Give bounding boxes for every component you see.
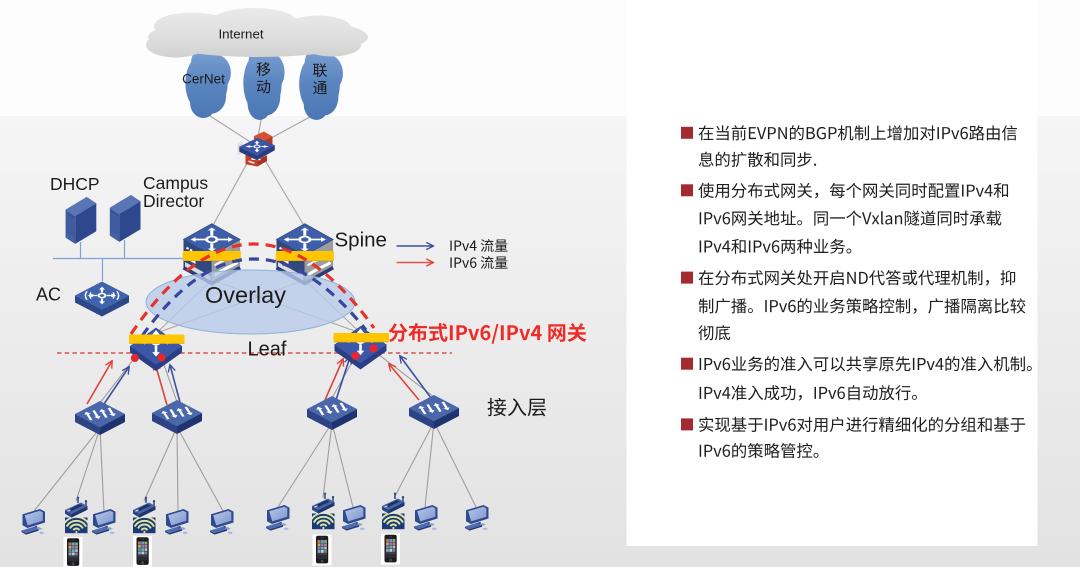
svg-text:Leaf: Leaf: [248, 339, 287, 361]
svg-text:Overlay: Overlay: [205, 282, 286, 308]
svg-text:AC: AC: [36, 285, 61, 305]
svg-text:Internet: Internet: [218, 27, 263, 42]
svg-text:Director: Director: [143, 191, 204, 211]
svg-text:Spine: Spine: [335, 229, 387, 252]
svg-text:Campus: Campus: [143, 173, 208, 193]
svg-text:DHCP: DHCP: [50, 174, 100, 194]
svg-text:CerNet: CerNet: [182, 72, 225, 87]
